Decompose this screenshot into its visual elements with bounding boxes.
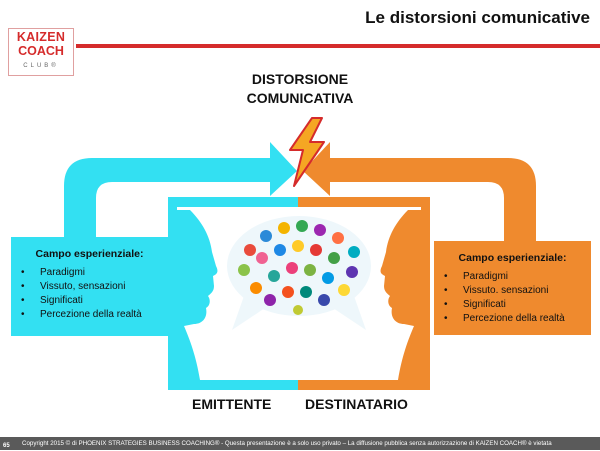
- icons-speech-bubble: [227, 216, 371, 330]
- sender-field-item: Vissuto, sensazioni: [21, 280, 168, 294]
- receiver-experience-field: Campo esperienziale: Paradigmi Vissuto. …: [434, 241, 591, 335]
- header-divider: [76, 44, 600, 48]
- receiver-field-item: Paradigmi: [444, 270, 591, 284]
- distortion-heading-line-2: COMUNICATIVA: [246, 90, 354, 106]
- receiver-head-silhouette: [380, 210, 421, 380]
- footer-bar: 65 Copyright 2015 © di PHOENIX STRATEGIE…: [0, 437, 600, 450]
- distortion-heading-line-1: DISTORSIONE: [251, 71, 349, 87]
- logo-line-3: CLUB®: [23, 63, 59, 69]
- lightning-bolt-icon: [289, 117, 325, 187]
- sender-experience-field: Campo esperienziale: Paradigmi Vissuto, …: [11, 237, 168, 336]
- logo-line-2: COACH: [18, 44, 64, 58]
- sender-label: EMITTENTE: [192, 396, 272, 412]
- receiver-arrow: [303, 142, 536, 242]
- kaizen-coach-logo: KAIZEN COACH CLUB®: [8, 28, 74, 76]
- sender-head-silhouette: [177, 210, 218, 380]
- sender-arrow: [64, 142, 297, 238]
- sender-field-item: Percezione della realtà: [21, 308, 168, 322]
- receiver-label: DESTINATARIO: [305, 396, 408, 412]
- receiver-field-item: Vissuto. sensazioni: [444, 284, 591, 298]
- distortion-heading: DISTORSIONE COMUNICATIVA: [200, 70, 400, 108]
- copyright-notice: Copyright 2015 © di PHOENIX STRATEGIES B…: [22, 440, 552, 447]
- receiver-field-item: Percezione della realtà: [444, 312, 591, 326]
- slide-title: Le distorsioni comunicative: [365, 8, 590, 27]
- receiver-field-title: Campo esperienziale:: [458, 252, 567, 264]
- sender-field-item: Paradigmi: [21, 266, 168, 280]
- logo-line-1: KAIZEN: [16, 30, 66, 44]
- sender-field-item: Significati: [21, 294, 168, 308]
- sender-field-title: Campo esperienziale:: [35, 248, 144, 260]
- page-number: 65: [3, 443, 10, 449]
- receiver-field-item: Significati: [444, 298, 591, 312]
